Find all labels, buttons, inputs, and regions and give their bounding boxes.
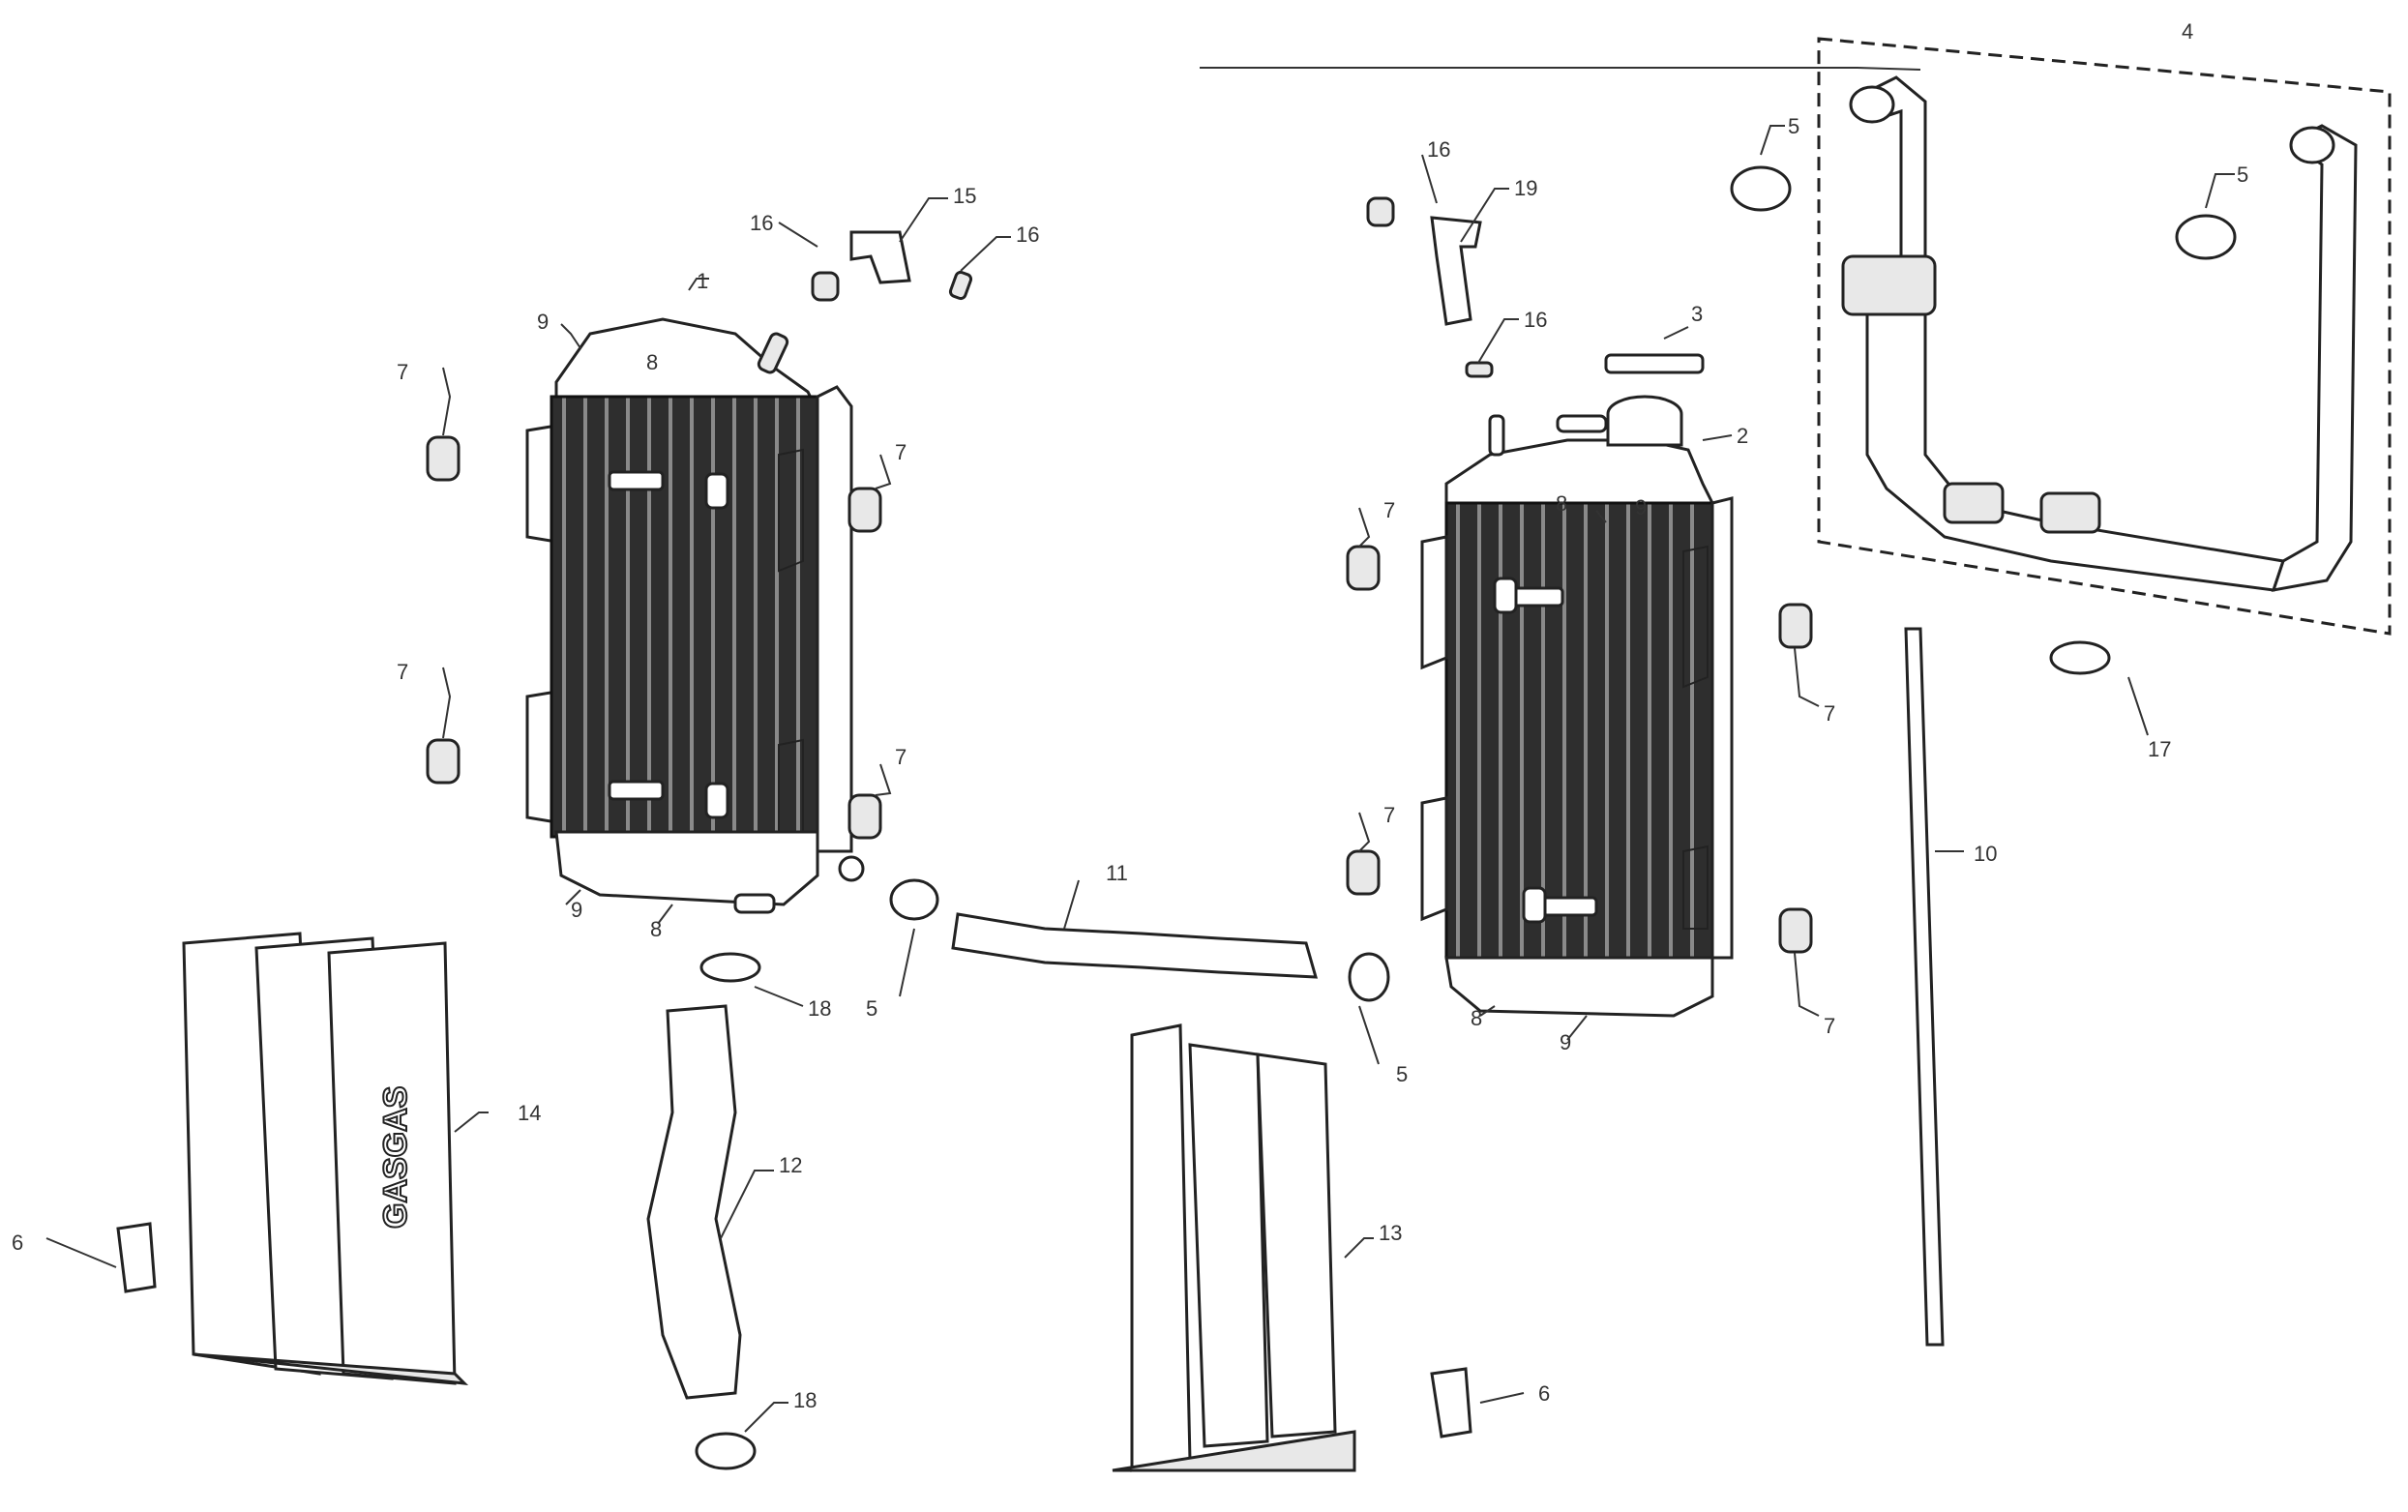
callout-16d: 16	[1524, 308, 1547, 332]
callout-6a: 6	[12, 1230, 23, 1255]
callout-5b: 5	[1396, 1062, 1408, 1086]
svg-text:GASGAS: GASGAS	[377, 1086, 414, 1229]
bleed-bar-part	[1604, 353, 1705, 374]
small-caps	[811, 196, 1494, 378]
pipe-assembly-4	[1817, 37, 2392, 636]
callout-5c: 5	[1788, 114, 1799, 138]
callout-9a: 9	[537, 310, 549, 334]
callout-7g: 7	[1824, 701, 1835, 726]
callout-8b: 8	[650, 917, 662, 941]
callout-7d: 7	[895, 745, 907, 769]
callout-6b: 6	[1538, 1381, 1550, 1406]
callout-5d: 5	[2237, 163, 2248, 187]
elbow-hoses	[849, 216, 1482, 326]
callout-8d: 8	[1471, 1006, 1482, 1030]
callout-4: 4	[2182, 19, 2193, 44]
callout-13: 13	[1379, 1221, 1402, 1245]
callout-7e: 7	[1383, 498, 1395, 522]
callout-7c: 7	[895, 440, 907, 464]
leader-lines	[45, 67, 2235, 1433]
callout-3: 3	[1691, 302, 1703, 326]
callout-19: 19	[1514, 176, 1537, 200]
callout-7a: 7	[397, 360, 408, 384]
right-radiator	[1420, 395, 1734, 1018]
callout-9b: 9	[571, 898, 582, 922]
callout-10: 10	[1974, 842, 1997, 866]
callout-17: 17	[2148, 737, 2171, 761]
callout-12: 12	[779, 1153, 802, 1177]
radiator-guard-13	[1112, 1023, 1356, 1472]
callout-7f: 7	[1383, 803, 1395, 827]
callout-14: 14	[518, 1101, 541, 1125]
hose-clamps	[695, 165, 2237, 1470]
callout-16b: 16	[1016, 222, 1039, 247]
hose-part-12	[646, 1004, 742, 1400]
callout-9d: 9	[1560, 1030, 1571, 1054]
hose-part-11	[951, 912, 1319, 979]
callout-labels: 1 2 3 4 5 5 5 5 6 6 7 7 7 7 7 7 7 7 8 8 …	[12, 19, 2248, 1412]
callout-2: 2	[1737, 424, 1748, 448]
callout-9c: 9	[1635, 495, 1647, 519]
callout-8a: 8	[646, 350, 658, 374]
radiator-guard-14: GASGAS	[182, 932, 469, 1385]
callout-7h: 7	[1824, 1014, 1835, 1038]
callout-5a: 5	[866, 996, 877, 1021]
callout-11: 11	[1106, 861, 1128, 885]
callout-18b: 18	[793, 1388, 817, 1412]
tube-part-10	[1904, 627, 1945, 1347]
callout-18a: 18	[808, 996, 831, 1021]
callout-16a: 16	[750, 211, 773, 235]
brackets-6	[116, 1222, 1472, 1438]
callout-8c: 8	[1556, 491, 1567, 516]
left-radiator	[525, 317, 865, 914]
callout-15: 15	[953, 184, 976, 208]
grommet-parts	[426, 435, 1813, 954]
callout-16c: 16	[1427, 137, 1450, 162]
callout-7b: 7	[397, 660, 408, 684]
callout-1: 1	[697, 269, 708, 293]
